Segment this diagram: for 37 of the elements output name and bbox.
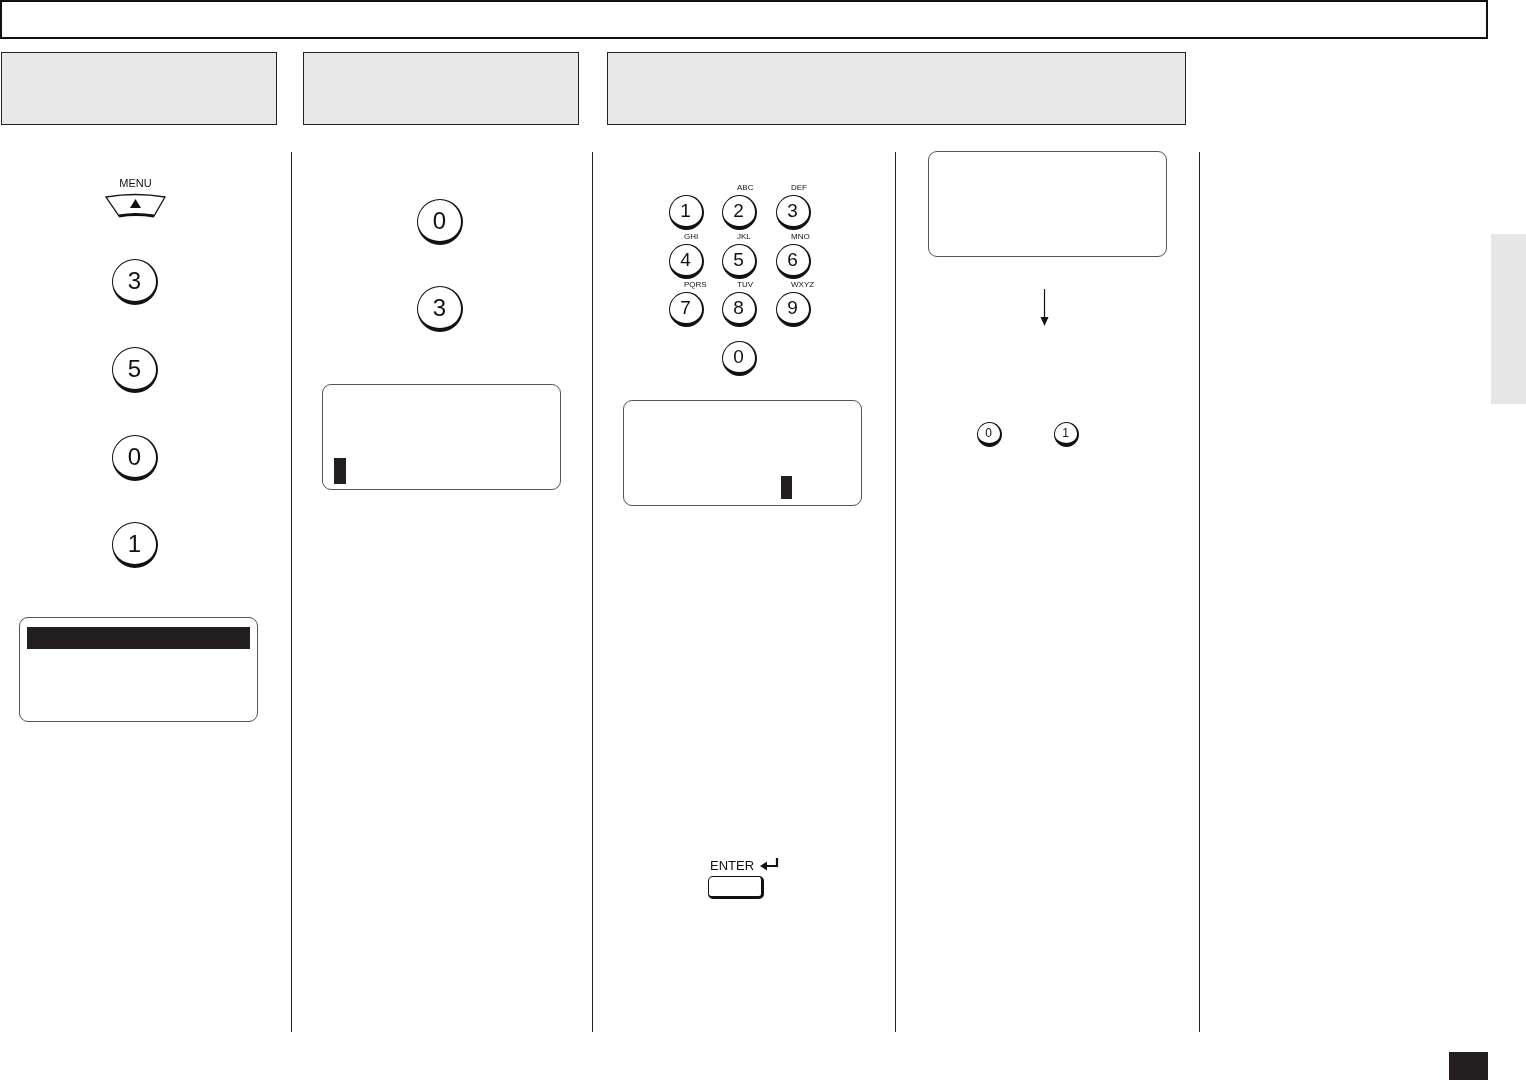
number-key: 7 (668, 291, 704, 327)
number-key: 3 (112, 259, 158, 305)
key-letters: PQRS (684, 280, 707, 289)
lcd-display (322, 384, 561, 490)
side-tab (1491, 234, 1526, 404)
number-key: 3 (775, 194, 811, 230)
number-key: 8 (721, 291, 757, 327)
key-letters: GHI (684, 232, 699, 241)
number-key: 6 (775, 243, 811, 279)
lcd-display (623, 400, 862, 506)
key-label: ENTER (710, 859, 755, 872)
key-letters: MNO (791, 232, 810, 241)
number-key: 1 (668, 194, 704, 230)
number-key: 1 (112, 522, 158, 568)
number-key: 0 (721, 340, 757, 376)
key-letters: WXYZ (791, 280, 815, 289)
key-letters: ABC (737, 183, 754, 192)
key-letters: DEF (791, 183, 807, 192)
header-panel (1, 52, 277, 125)
header-panel (607, 52, 1186, 125)
lcd-display (19, 617, 258, 722)
key-letters: JKL (737, 232, 751, 241)
number-key: 1 (1053, 421, 1079, 447)
header-panel (303, 52, 579, 125)
number-key: 5 (112, 347, 158, 393)
number-key: 4 (668, 243, 704, 279)
number-key: 0 (976, 421, 1002, 447)
number-key: 9 (775, 291, 811, 327)
key-letters: TUV (737, 280, 753, 289)
key-label: MENU (118, 178, 153, 189)
number-key: 3 (417, 286, 463, 332)
number-key: 2 (721, 194, 757, 230)
number-key: 5 (721, 243, 757, 279)
lcd-display (928, 151, 1167, 257)
number-key: 0 (112, 435, 158, 481)
title-bar (0, 0, 1488, 39)
number-key: 0 (417, 199, 463, 245)
